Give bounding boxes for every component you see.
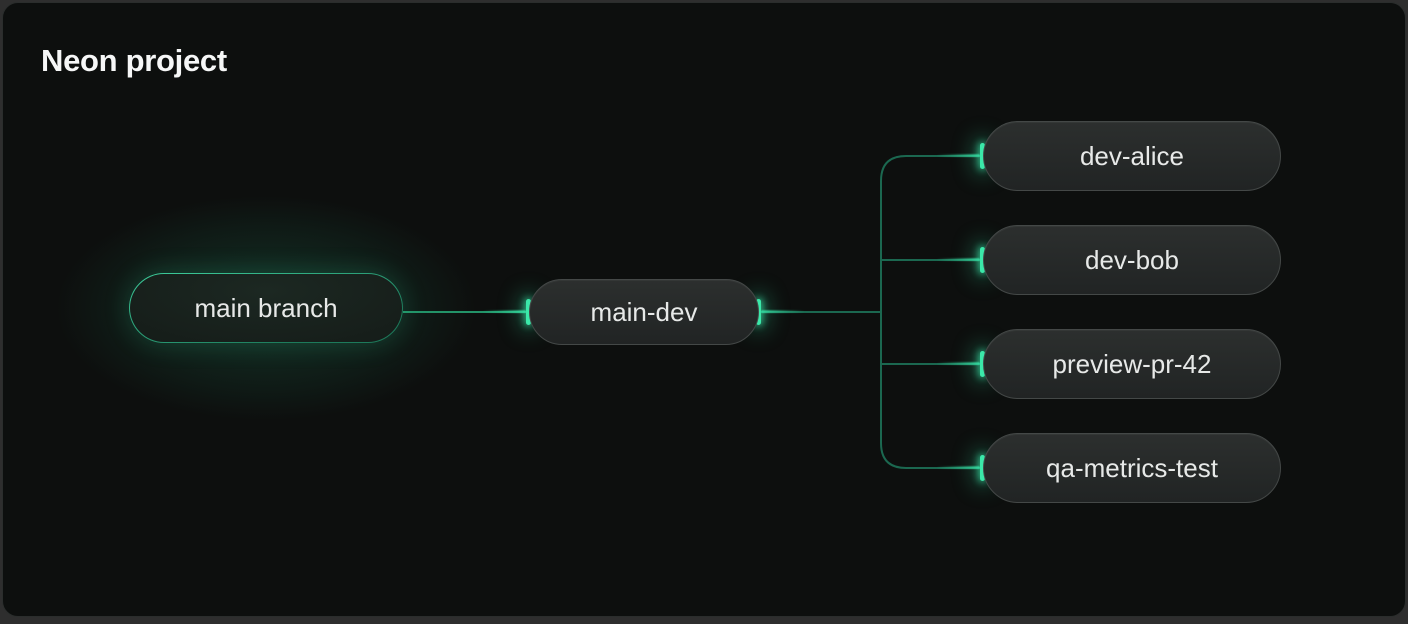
- branch-node-dev-alice[interactable]: dev-alice: [983, 121, 1281, 191]
- branch-node-preview-pr-42-label: preview-pr-42: [1052, 348, 1212, 379]
- branch-node-main-label: main branch: [194, 292, 338, 323]
- page-title: Neon project: [41, 43, 227, 78]
- branch-node-dev-bob-label: dev-bob: [1085, 244, 1179, 275]
- connector-trunk-to-dev-alice: [880, 155, 983, 312]
- branch-node-main-dev-label: main-dev: [590, 296, 698, 327]
- branch-node-main[interactable]: main branch: [129, 273, 403, 343]
- branch-node-qa-metrics-test[interactable]: qa-metrics-test: [983, 433, 1281, 503]
- branch-node-preview-pr-42[interactable]: preview-pr-42: [983, 329, 1281, 399]
- branch-node-dev-alice-label: dev-alice: [1079, 140, 1185, 171]
- branch-node-main-dev[interactable]: main-dev: [529, 279, 759, 345]
- branch-node-dev-bob[interactable]: dev-bob: [983, 225, 1281, 295]
- connector-trunk-to-qa-metrics-test: [880, 312, 983, 469]
- branch-node-qa-metrics-test-label: qa-metrics-test: [1046, 452, 1218, 483]
